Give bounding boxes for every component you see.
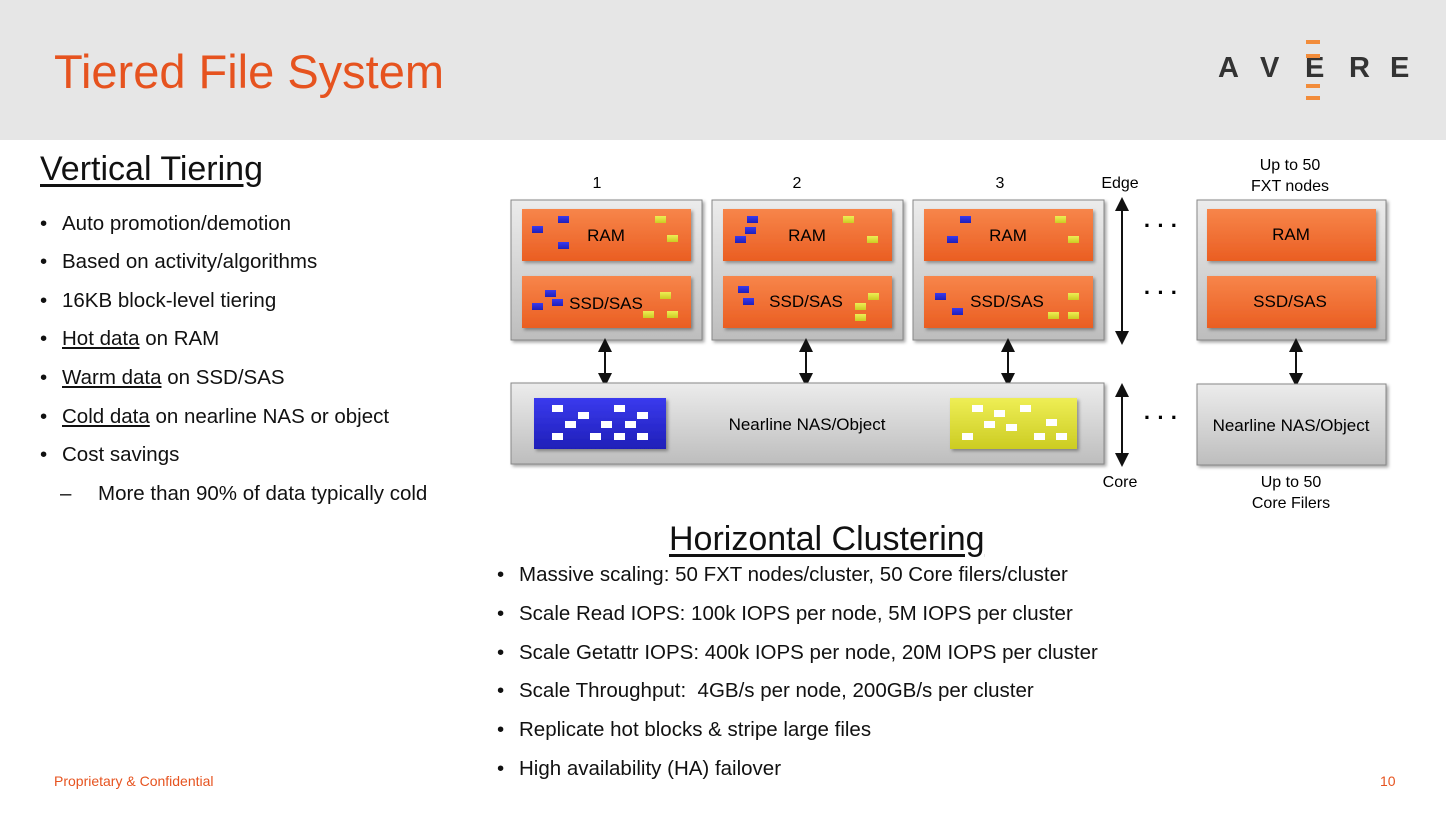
node-number-2: 2 [793,175,802,192]
ellipsis-ram: · · · [1144,213,1178,238]
logo-letter: E [1390,52,1410,84]
nearline-storage-main: Nearline NAS/Object [510,382,1105,465]
ram-label: RAM [989,226,1027,245]
up-to-nodes-line2: FXT nodes [1251,178,1329,195]
vertical-tiering-heading: Vertical Tiering [40,150,263,188]
header-band [0,0,1446,140]
core-label: Core [1103,474,1138,491]
nearline-storage-50: Nearline NAS/Object [1196,383,1387,466]
fxt-node-1: RAM SSD/SAS [510,199,703,341]
ssd-label: SSD/SAS [769,292,843,311]
fxt-node-50: RAM SSD/SAS [1196,199,1387,341]
up-to-core-line1: Up to 50 [1261,474,1322,491]
up-to-nodes-line1: Up to 50 [1260,157,1321,174]
avere-logo: A V E R E [1218,40,1410,100]
logo-letter: E [1305,52,1325,84]
page-number: 10 [1380,773,1396,789]
fxt-node-3: RAM SSD/SAS [912,199,1105,341]
horizontal-clustering-heading: Horizontal Clustering [669,520,985,558]
ssd-label: SSD/SAS [1253,292,1327,311]
ssd-label: SSD/SAS [569,294,643,313]
node-number-1: 1 [593,175,602,192]
nearline-label: Nearline NAS/Object [729,415,886,434]
ssd-label: SSD/SAS [970,292,1044,311]
slide-title: Tiered File System [54,45,445,98]
up-to-core-line2: Core Filers [1252,495,1330,512]
ram-label: RAM [1272,225,1310,244]
ellipsis-ssd: · · · [1144,280,1178,305]
edge-label: Edge [1101,175,1138,192]
logo-letter: V [1260,52,1280,84]
ram-label: RAM [788,226,826,245]
nearline-label: Nearline NAS/Object [1213,416,1370,435]
ellipsis-nearline: · · · [1144,405,1178,430]
footer-confidential: Proprietary & Confidential [54,773,214,789]
logo-bars-icon [1306,40,1320,102]
logo-letter: A [1218,52,1239,84]
logo-letter: R [1349,52,1370,84]
ram-label: RAM [587,226,625,245]
fxt-node-2: RAM SSD/SAS [711,199,904,341]
node-number-3: 3 [996,175,1005,192]
